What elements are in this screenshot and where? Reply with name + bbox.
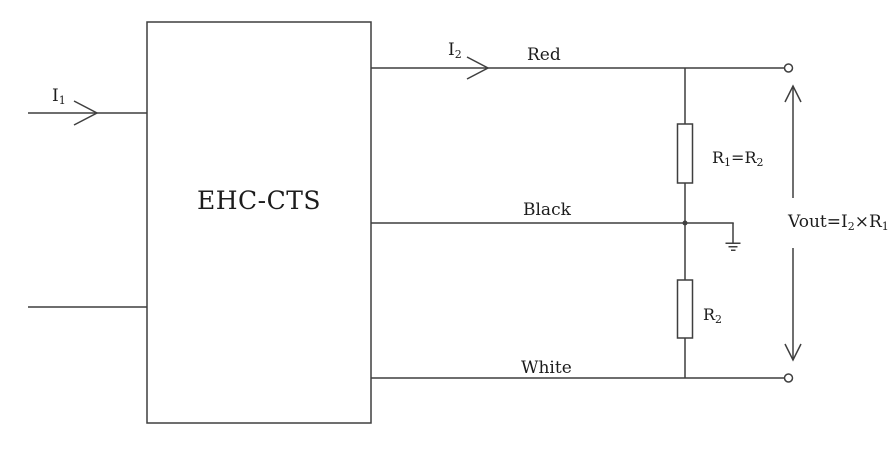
resistor-r1-label: R1=R2 — [712, 148, 764, 169]
black-wire-label: Black — [523, 200, 571, 220]
terminal-bottom-icon — [783, 373, 794, 383]
vout-label-p2: ×R — [854, 212, 882, 232]
r1-label-p2: =R — [731, 148, 757, 167]
i1-label: I1 — [52, 87, 66, 106]
r2-label-s1: 2 — [715, 313, 723, 326]
i2-arrowhead-icon — [466, 56, 490, 80]
i2-label: I2 — [448, 41, 462, 60]
r1-label-s1: 1 — [724, 156, 732, 169]
i2-label-base: I — [448, 40, 455, 60]
vout-arrowhead-up-icon — [784, 84, 802, 103]
resistor-r2-label: R2 — [703, 305, 723, 326]
r2-label-p1: R — [703, 305, 716, 324]
resistor-r1-body — [676, 123, 694, 184]
vout-label-s1: 2 — [847, 220, 855, 233]
vout-arrowhead-down-icon — [784, 343, 802, 362]
junction-dot — [682, 220, 688, 226]
terminal-top-icon — [783, 63, 794, 73]
ehc-cts-block-outline — [146, 21, 372, 424]
r1-label-p1: R — [712, 148, 725, 167]
vout-label: Vout=I2×R1 — [788, 213, 889, 232]
i1-label-base: I — [52, 86, 59, 106]
ehc-cts-label-text: EHC-CTS — [196, 186, 322, 215]
vout-label-s2: 1 — [881, 220, 889, 233]
ehc-cts-block-label: EHC-CTS — [147, 186, 371, 215]
white-wire-label: White — [521, 358, 572, 378]
i1-label-sub: 1 — [58, 94, 66, 107]
r1-label-s2: 2 — [756, 156, 764, 169]
red-wire-label: Red — [527, 45, 561, 65]
i1-arrowhead-icon — [73, 100, 99, 126]
i2-label-sub: 2 — [454, 48, 462, 61]
resistor-r2-body — [676, 279, 694, 339]
vout-label-p1: Vout=I — [788, 212, 848, 232]
